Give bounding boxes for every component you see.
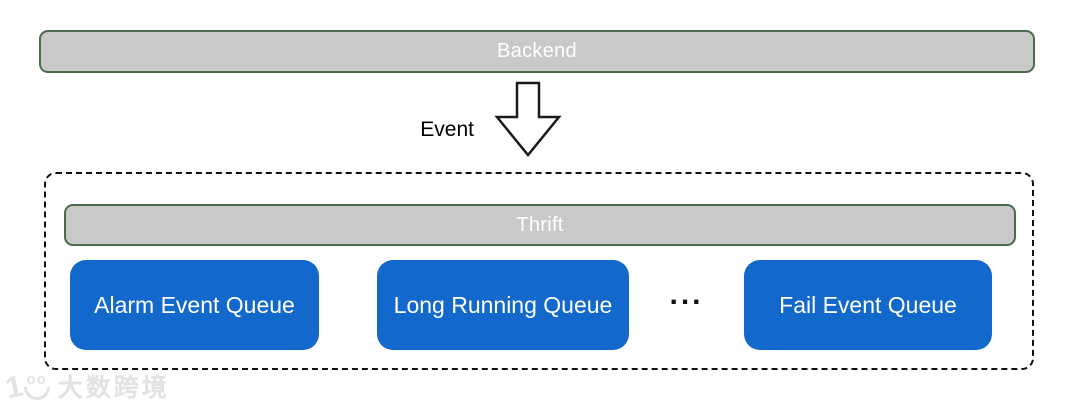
queue-label: Long Running Queue [393, 291, 613, 318]
queue-label: Fail Event Queue [779, 291, 957, 318]
watermark-smile-arc [23, 387, 50, 400]
watermark-text: 大数跨境 [57, 374, 170, 402]
watermark-logo-icon: 1 oo [3, 370, 50, 405]
down-arrow-icon [494, 81, 562, 157]
watermark: 1 oo 大数跨境 [3, 370, 170, 406]
fail-event-queue-node: Fail Event Queue [744, 260, 992, 350]
queue-label: Alarm Event Queue [94, 291, 295, 318]
backend-label: Backend [497, 40, 577, 62]
alarm-event-queue-node: Alarm Event Queue [70, 260, 319, 350]
ellipsis-label: ... [669, 278, 704, 311]
long-running-queue-node: Long Running Queue [377, 260, 629, 350]
event-label: Event [420, 118, 474, 141]
thrift-label: Thrift [516, 213, 564, 236]
queue-group-container: Thrift Alarm Event Queue Long Running Qu… [44, 172, 1034, 370]
thrift-node: Thrift [64, 204, 1016, 246]
backend-node: Backend [39, 30, 1035, 73]
